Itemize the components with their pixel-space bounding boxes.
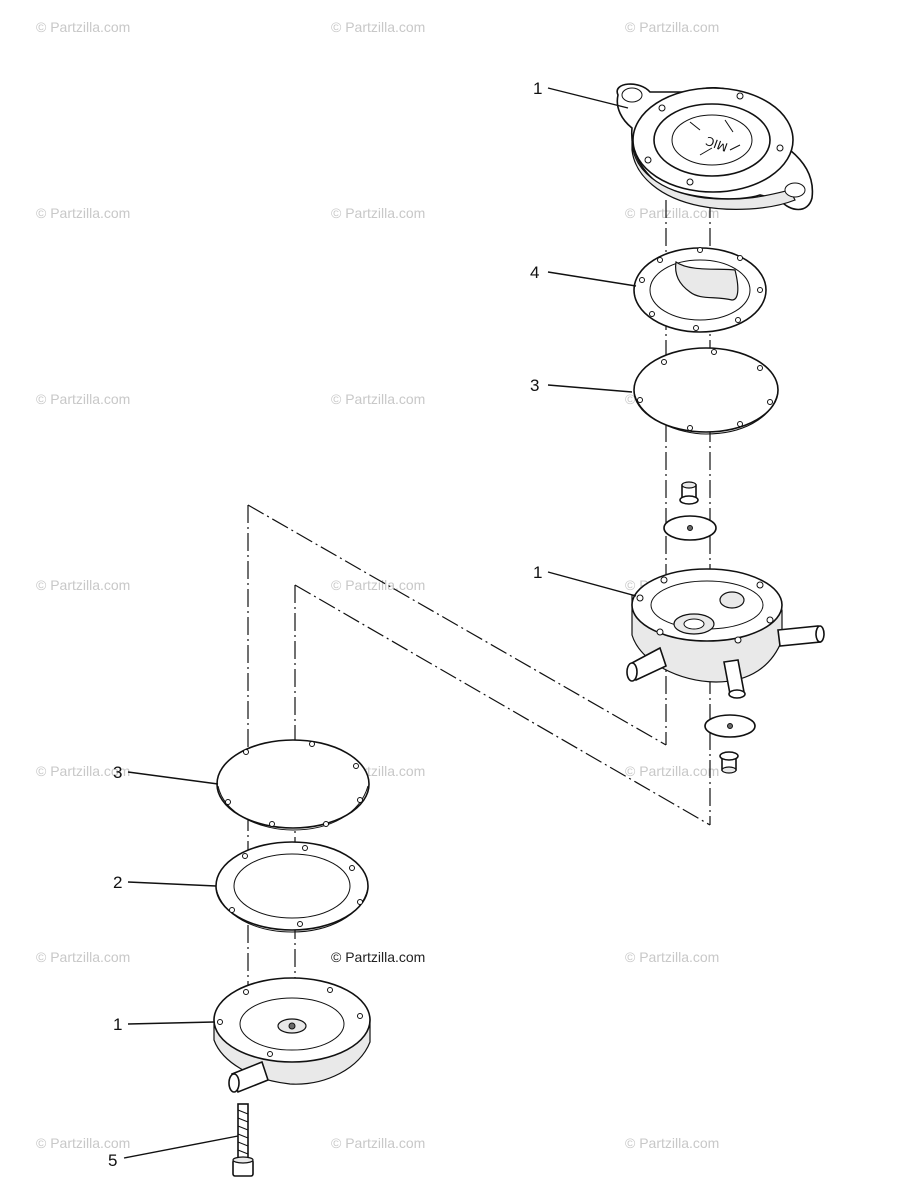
lower-valve-washer: [704, 714, 756, 738]
watermark: © Partzilla.com: [331, 577, 425, 593]
middle-pump-body: [626, 568, 825, 699]
leader-lines: [123, 87, 637, 1159]
screw: [232, 1103, 254, 1177]
watermark: © Partzilla.com: [36, 763, 130, 779]
watermark: © Partzilla.com: [331, 1135, 425, 1151]
callout-lower-diaphragm: 3: [113, 763, 122, 782]
callout-lower-pump-base: 1: [113, 1015, 122, 1034]
callout-lower-gasket: 2: [113, 873, 122, 892]
callout-labels: 1 4 3 1 3 2 1 5: [108, 79, 542, 1170]
copyright-label: © Partzilla.com: [331, 949, 425, 965]
lower-check-valve: [719, 751, 739, 774]
watermark: © Partzilla.com: [331, 205, 425, 221]
watermark: © Partzilla.com: [36, 577, 130, 593]
watermark: © Partzilla.com: [625, 19, 719, 35]
watermark: © Partzilla.com: [36, 19, 130, 35]
top-gasket: [633, 247, 767, 333]
top-diaphragm: [633, 347, 779, 435]
watermark: © Partzilla.com: [625, 1135, 719, 1151]
callout-top-pump-cover: 1: [533, 79, 542, 98]
watermark: © Partzilla.com: [331, 391, 425, 407]
upper-check-valve: [679, 481, 699, 505]
callout-middle-pump-body: 1: [533, 563, 542, 582]
watermark: © Partzilla.com: [36, 205, 130, 221]
watermark: © Partzilla.com: [36, 949, 130, 965]
watermark: © Partzilla.com: [36, 1135, 130, 1151]
lower-gasket: [215, 841, 369, 933]
lower-diaphragm: [216, 739, 370, 831]
watermark: © Partzilla.com: [625, 949, 719, 965]
callout-top-gasket: 4: [530, 263, 539, 282]
upper-valve-washer: [663, 515, 717, 541]
watermark-layer: © Partzilla.com © Partzilla.com © Partzi…: [36, 19, 719, 1151]
watermark: © Partzilla.com: [625, 205, 719, 221]
watermark: © Partzilla.com: [625, 763, 719, 779]
top-pump-cover: MIC: [616, 83, 814, 211]
watermark: © Partzilla.com: [331, 19, 425, 35]
callout-screw: 5: [108, 1151, 117, 1170]
lower-pump-base: [213, 977, 371, 1094]
watermark: © Partzilla.com: [36, 391, 130, 407]
callout-top-diaphragm: 3: [530, 376, 539, 395]
